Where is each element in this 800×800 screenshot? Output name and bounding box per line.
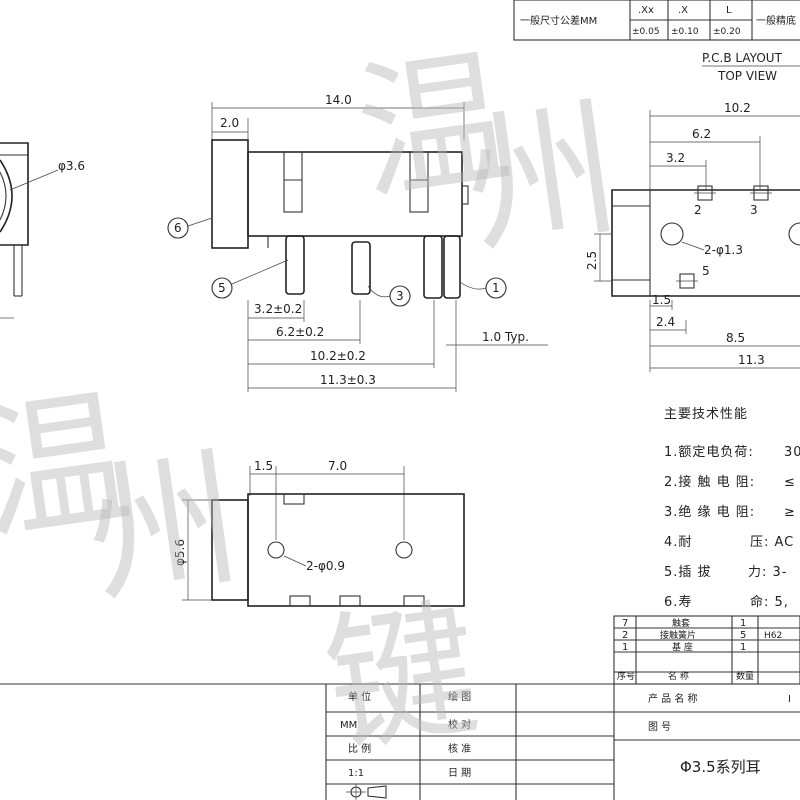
pcb-dim-2-4: 2.4	[656, 315, 675, 329]
spec-2-label: 2.接 触 电 阻:	[664, 474, 755, 490]
bottom-view: 1.5 7.0 2-φ0.9 φ5.6	[173, 459, 465, 607]
watermark-char-1: 温	[347, 30, 520, 223]
tb-drawing-no: 图 号	[648, 721, 671, 733]
spec-2-value: ≤	[784, 475, 796, 490]
pcb-subtitle: TOP VIEW	[717, 69, 777, 83]
tb-product-name: 产 品 名 称	[648, 692, 698, 705]
pcb-dim-11-3: 11.3	[738, 353, 765, 367]
bom-row-2-name: 接触簧片	[660, 629, 696, 641]
hole-diameter-label: φ3.6	[58, 159, 85, 173]
spec-6-label: 6.寿	[664, 595, 692, 610]
bottom-hole-right	[395, 541, 413, 559]
pcb-pin-3: 3	[750, 203, 758, 217]
spec-3-label: 3.绝 缘 电 阻:	[664, 504, 755, 520]
tolerance-right-label: 一般精底	[756, 14, 796, 27]
tolerance-header-x: .X	[678, 5, 688, 16]
pcb-pin-2: 2	[694, 203, 702, 217]
dim-total-length: 14.0	[325, 93, 352, 107]
spec-5-label: 5.插 拔	[664, 565, 712, 580]
tolerance-label: 一般尺寸公差MM	[520, 14, 597, 27]
pcb-hole-label: 2-φ1.3	[704, 243, 743, 257]
bom-row-3-qty: 1	[740, 642, 746, 653]
balloon-6-label: 6	[174, 221, 182, 235]
bom-row-2-no: 2	[622, 630, 628, 641]
watermark-char-3: 键	[316, 582, 489, 775]
pcb-dim-2-5: 2.5	[585, 251, 599, 270]
bom-row-1-name: 触套	[672, 617, 690, 629]
pcb-hole-right	[788, 222, 800, 246]
left-end-view: φ3.6	[0, 142, 85, 319]
watermark-char-5: 州	[77, 432, 250, 625]
balloon-6	[167, 217, 189, 239]
bom-table: 7 触套 1 2 接触簧片 5 H62 1 基 座 1 序号 名 称 数量	[613, 615, 800, 685]
pcb-dim-1-5: 1.5	[652, 293, 671, 307]
bottom-hole-left	[267, 541, 285, 559]
pcb-dim-10-2: 10.2	[724, 101, 751, 115]
tb-product-code: I	[788, 694, 791, 705]
dim-pin5: 3.2±0.2	[254, 302, 302, 316]
tb-drawn: 绘 图	[448, 690, 471, 703]
bom-header-qty: 数量	[736, 670, 754, 682]
spec-1-label: 1.额定电负荷:	[664, 445, 754, 460]
balloon-1-label: 1	[492, 281, 500, 295]
spec-6-value: 命: 5,	[750, 594, 789, 610]
tolerance-header-l: L	[726, 5, 732, 16]
tb-approve: 核 准	[448, 742, 471, 755]
bottom-dim-7-0: 7.0	[328, 459, 347, 473]
bom-row-1-no: 7	[622, 618, 628, 629]
bottom-hole-label: 2-φ0.9	[306, 559, 345, 573]
specs-title: 主要技术性能	[664, 407, 748, 422]
bom-row-2-extra: H62	[764, 631, 782, 641]
bom-row-3-no: 1	[622, 642, 628, 653]
bom-row-2-qty: 5	[740, 630, 746, 641]
tb-scale: 比 例	[348, 742, 371, 755]
tb-mm: MM	[340, 720, 357, 731]
tb-product-title: Φ3.5系列耳	[680, 758, 761, 776]
bom-header-name: 名 称	[668, 670, 689, 682]
dim-pin-width: 1.0 Typ.	[482, 330, 529, 344]
spec-5-value: 力: 3-	[748, 565, 787, 580]
bom-header-no: 序号	[617, 670, 635, 682]
spec-4-label: 4.耐	[664, 535, 692, 550]
dim-pin3: 6.2±0.2	[276, 325, 324, 339]
tolerance-value-l: ±0.20	[713, 27, 741, 37]
bottom-dim-1-5: 1.5	[254, 459, 273, 473]
specs-block: 主要技术性能 1.额定电负荷: 30 2.接 触 电 阻: ≤ 3.绝 缘 电 …	[664, 407, 800, 610]
bom-row-1-qty: 1	[740, 618, 746, 629]
dim-pin1: 10.2±0.2	[310, 349, 366, 363]
tb-check: 校 对	[448, 718, 471, 731]
bottom-dim-5-6: φ5.6	[173, 539, 187, 566]
tolerance-value-x: ±0.10	[671, 27, 699, 37]
pcb-dim-3-2: 3.2	[666, 151, 685, 165]
balloon-5-label: 5	[218, 281, 226, 295]
balloon-3-label: 3	[396, 289, 404, 303]
tb-unit: 单 位	[348, 690, 371, 703]
pcb-title: P.C.B LAYOUT	[702, 51, 783, 65]
pcb-dim-8-5: 8.5	[726, 331, 745, 345]
projection-symbol	[346, 784, 387, 800]
pcb-dim-6-2: 6.2	[692, 127, 711, 141]
watermark-char-4: 温	[0, 370, 140, 563]
spec-3-value: ≥	[784, 505, 796, 520]
tolerance-table: 一般尺寸公差MM .Xx .X L ±0.05 ±0.10 ±0.20 一般精底	[513, 0, 800, 41]
spec-1-value: 30	[784, 445, 800, 460]
tb-ratio: 1:1	[348, 768, 364, 779]
tolerance-header-xx: .Xx	[638, 5, 654, 16]
bom-row-3-name: 基 座	[672, 641, 693, 653]
dim-head-length: 2.0	[220, 116, 239, 130]
tb-date: 日 期	[448, 767, 471, 779]
watermark: 温 州 键 温 州	[0, 30, 628, 775]
tolerance-value-xx: ±0.05	[632, 27, 660, 37]
spec-4-value: 压: AC	[750, 535, 794, 550]
dim-all-pins: 11.3±0.3	[320, 373, 376, 387]
side-view: 14.0 2.0 3.2±0.2 6.2±0.2 10.2±0.2 11.3±0	[167, 93, 548, 392]
pcb-pin-5: 5	[702, 264, 710, 278]
pcb-hole-left	[660, 222, 684, 246]
pcb-layout: P.C.B LAYOUT TOP VIEW 10.2 6.2 3.2 2 3 5	[585, 51, 800, 372]
watermark-char-2: 州	[456, 82, 629, 275]
balloon-5	[211, 277, 233, 299]
title-block: 单 位 绘 图 MM 校 对 比 例 核 准 1:1 日 期 产 品 名 称 I…	[0, 683, 800, 800]
